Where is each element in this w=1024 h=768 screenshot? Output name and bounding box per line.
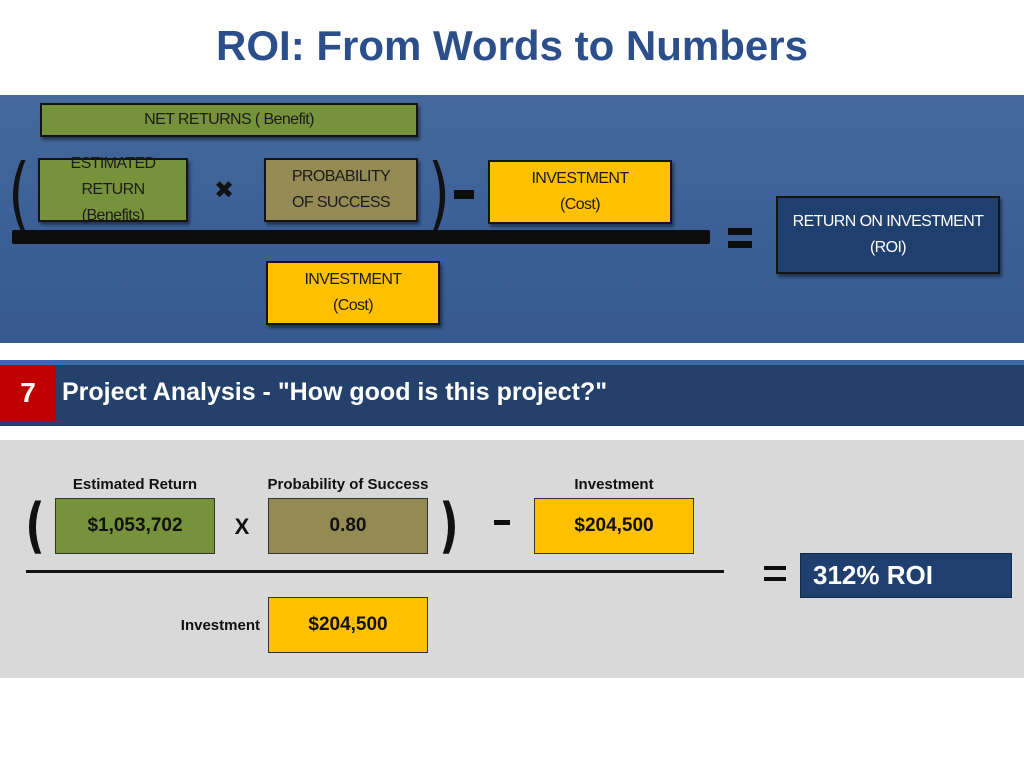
- open-paren-formula: (: [8, 146, 30, 240]
- close-paren-analysis: ): [439, 491, 459, 561]
- minus-sign-formula: [454, 190, 474, 199]
- times-symbol: X: [234, 514, 250, 539]
- close-paren-formula: ): [428, 146, 450, 240]
- equals-sign-formula: [728, 226, 752, 250]
- section-header: [0, 360, 1024, 426]
- investment-top-value: $204,500: [534, 498, 694, 554]
- fraction-line-analysis: [26, 570, 724, 573]
- probability-box: PROBABILITY OF SUCCESS: [264, 158, 418, 222]
- open-paren-analysis: (: [25, 491, 45, 561]
- section-title: Project Analysis - "How good is this pro…: [62, 378, 608, 406]
- equals-sign-analysis: [764, 566, 786, 582]
- section-number-badge: 7: [0, 365, 56, 421]
- multiply-icon: ✖: [213, 176, 235, 204]
- equals-bar-bottom-analysis: [764, 577, 786, 581]
- investment-bottom-line1: INVESTMENT: [304, 271, 402, 288]
- estimated-return-line2: (Benefits): [81, 207, 145, 224]
- investment-bottom-line2: (Cost): [333, 297, 374, 314]
- equals-bar-top: [728, 228, 752, 235]
- investment-bottom-value: $204,500: [268, 597, 428, 653]
- investment-top-line1: INVESTMENT: [531, 170, 629, 187]
- equals-bar-bottom: [728, 241, 752, 248]
- investment-top-box: INVESTMENT (Cost): [488, 160, 672, 224]
- net-returns-box: NET RETURNS ( Benefit): [40, 103, 418, 137]
- probability-value: 0.80: [268, 498, 428, 554]
- estimated-return-box: ESTIMATED RETURN (Benefits): [38, 155, 188, 224]
- investment-label: Investment: [574, 476, 654, 493]
- roi-result-label: RETURN ON INVESTMENT (ROI): [792, 213, 984, 256]
- fraction-bar-formula: [12, 230, 710, 244]
- estimated-return-label: Estimated Return: [72, 476, 198, 493]
- investment-top-line2: (Cost): [560, 196, 601, 213]
- estimated-return-line1: ESTIMATED RETURN: [70, 155, 157, 198]
- net-returns-label: NET RETURNS ( Benefit): [144, 111, 314, 128]
- minus-sign-analysis: [494, 520, 510, 525]
- roi-result-box: RETURN ON INVESTMENT (ROI): [776, 196, 1000, 274]
- investment-bottom-box: INVESTMENT (Cost): [266, 261, 440, 325]
- probability-line2: OF SUCCESS: [291, 194, 391, 211]
- page-title: ROI: From Words to Numbers: [216, 22, 808, 69]
- investment-bottom-label: Investment: [180, 617, 260, 634]
- equals-bar-top-analysis: [764, 566, 786, 570]
- probability-label: Probability of Success: [267, 476, 429, 493]
- estimated-return-value: $1,053,702: [55, 498, 215, 554]
- probability-line1: PROBABILITY: [291, 168, 391, 185]
- roi-result-value: 312% ROI: [800, 553, 1012, 598]
